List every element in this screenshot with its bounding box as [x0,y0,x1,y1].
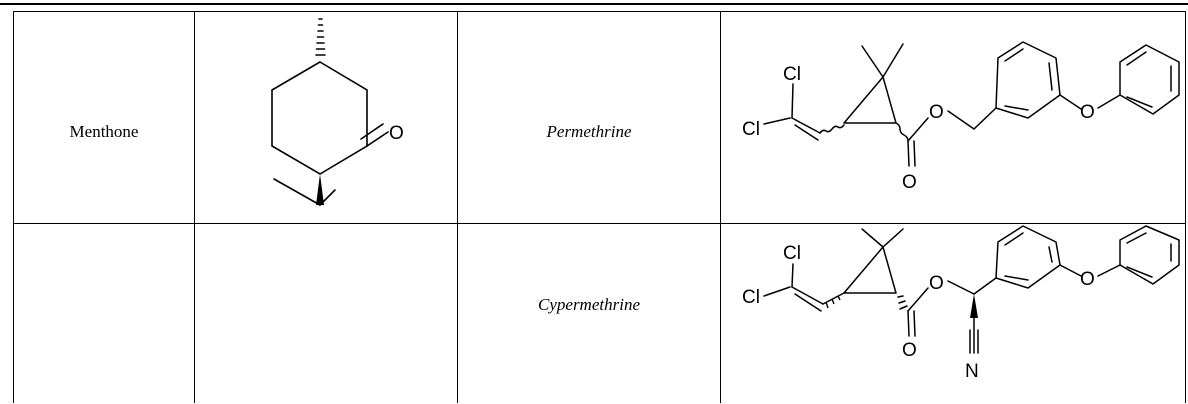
cypermethrine-cl-top: Cl [783,243,801,264]
table-col-border-2 [457,11,458,403]
table-top-rule [0,3,1188,5]
table-row-border-middle [13,223,1186,224]
table-col-border-3 [720,11,721,403]
cypermethrine-nitrile-nitrogen: N [965,361,979,382]
cypermethrine-ester-oxygen: O [929,273,944,294]
table-row-border-top [13,11,1186,12]
permethrine-carbonyl-oxygen: O [902,172,917,193]
table-col-border-1 [194,11,195,403]
permethrine-ester-oxygen: O [929,102,944,123]
menthone-structure: O [271,18,404,206]
compound-name-menthone: Menthone [69,122,139,141]
menthone-oxygen-label: O [389,123,404,144]
cypermethrine-ether-oxygen: O [1080,269,1095,290]
compound-name-permethrine: Permethrine [546,122,632,141]
compound-name-cypermethrine: Cypermethrine [538,295,640,314]
table-col-border-0 [13,11,14,403]
cypermethrine-cl-left: Cl [742,287,760,308]
permethrine-cl-top: Cl [783,64,801,85]
cypermethrine-structure: Cl Cl O O O N [742,225,1180,382]
cypermethrine-carbonyl-oxygen: O [902,340,917,361]
permethrine-structure: Cl Cl O O O [742,41,1180,193]
table-col-border-4 [1185,11,1186,403]
permethrine-ether-oxygen: O [1080,102,1095,123]
permethrine-cl-left: Cl [742,119,760,140]
